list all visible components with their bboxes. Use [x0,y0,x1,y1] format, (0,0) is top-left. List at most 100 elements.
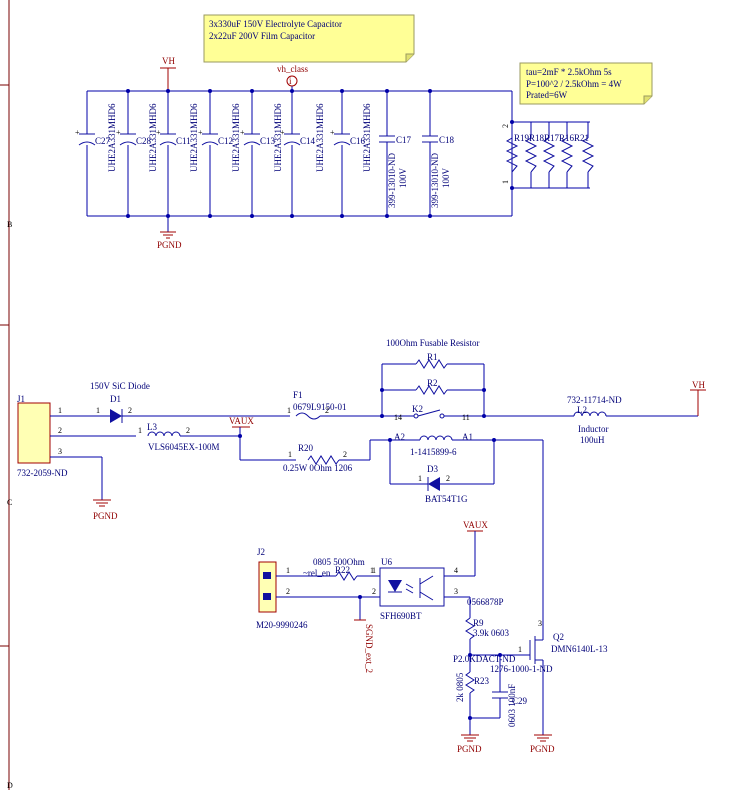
note-tau-line1: tau=2mF * 2.5kOhm 5s [526,67,612,77]
mosfet-q2[interactable]: Q2 DMN6140L-13 1276-1000-1-ND 1 3 PGND [468,619,608,754]
cap-ref: C27 [95,136,111,146]
bleeder-resistor-array[interactable]: R19R18R17R16R21 2 1 [501,122,595,188]
j1-ref: J1 [17,394,25,404]
j2-ref: J2 [257,547,265,557]
pin-label: 1 [288,450,292,459]
electrolytic-capacitor[interactable]: + C27 UHE2A331MHD6 [75,91,117,216]
pin-label: 1 [286,566,290,575]
pin-label: 2 [372,587,376,596]
electrolytic-capacitor[interactable]: + C16 UHE2A331MHD6 [330,91,372,216]
pin-label: 1 [418,474,422,483]
l2-part: 732-11714-ND [567,395,622,405]
probe-symbol: i [289,76,292,86]
probe-icon[interactable] [286,75,298,87]
resistor-r20[interactable]: R20 0.25W 0Ohm 1206 1 2 [283,439,420,473]
pgnd-label-1: PGND [157,240,182,250]
sgnd-port: SGND_ext_2 [354,595,374,673]
zone-d-label: D [7,781,13,790]
electrolytic-capacitor[interactable]: + C14 UHE2A331MHD6 [280,91,325,216]
d1-ref: D1 [110,394,121,404]
svg-text:+: + [280,128,285,137]
fusable-resistors[interactable]: 100Ohm Fusable Resistor R1 R2 [380,338,486,418]
cap-ref: C14 [300,136,316,146]
cap-part: UHE2A331MHD6 [315,103,325,172]
r22-ref: R22 [335,565,350,575]
note-caps-line2: 2x22uF 200V Film Capacitor [209,31,315,41]
inductor-l3[interactable]: L3 VLS6045EX-100M 1 2 [138,422,240,452]
note-tau-line3: Prated=6W [526,90,568,100]
r22-value: 0805 500Ohm [313,557,365,567]
diode-d1[interactable]: 150V SiC Diode D1 1 2 [90,381,290,423]
d3-part: BAT54T1G [425,494,468,504]
film-capacitor[interactable]: C17 399-13010-ND 100V [379,91,412,216]
connector-j2[interactable]: J2 M20-9990246 1 2 [256,547,380,630]
r2-ref: R2 [427,378,438,388]
resistor-r22[interactable]: 0805 500Ohm ~rel_en R22 1 [303,557,380,581]
l2-ref: L2 [577,405,587,415]
pin-label: 2 [343,450,347,459]
electrolytic-capacitor[interactable]: + C12 UHE2A331MHD6 [198,91,241,216]
l3-ref: L3 [147,422,157,432]
pin-label: 2 [446,474,450,483]
svg-text:+: + [75,128,80,137]
relay-k2-coil[interactable]: A2 A1 1-1415899-6 [388,432,543,457]
note-caps-line1: 3x330uF 150V Electrolyte Capacitor [209,19,342,29]
j1-part: 732-2059-ND [17,468,68,478]
pin-label: 2 [58,426,62,435]
j2-part: M20-9990246 [256,620,308,630]
film-capacitor[interactable]: C18 399-13010-ND 100V [422,91,455,216]
diode-d3[interactable]: D3 BAT54T1G 1 2 [389,440,495,504]
q2-ref: Q2 [553,632,564,642]
u6-part: SFH690BT [380,611,422,621]
net-vh-class: vh_class [277,64,308,74]
l3-part: VLS6045EX-100M [148,442,220,452]
pgnd-label-2: PGND [93,511,118,521]
pin-label: 3 [538,619,542,628]
electrolytic-capacitor[interactable]: + C11 UHE2A331MHD6 [156,91,199,216]
pin-label: 1 [518,645,522,654]
inductor-l2[interactable]: VH 732-11714-ND L2 Inductor 100uH [484,380,706,445]
connector-j1[interactable]: J1 732-2059-ND 1 2 3 PGND [17,394,136,521]
pin-label: 1 [370,566,374,575]
pin-label: 1 [287,406,291,415]
relay-k2-contact[interactable]: K2 14 11 [382,404,484,422]
pin-label: 2 [286,587,290,596]
pgnd-label-3: PGND [457,744,482,754]
pin-label: 2 [501,124,510,128]
cap-voltage: 100V [398,168,408,189]
pin-label: 2 [186,426,190,435]
electrolytic-capacitor[interactable]: + C28 UHE2A331MHD6 [116,91,158,216]
pin-label: 1 [501,180,510,184]
bleeder-labels: R19R18R17R16R21 [514,133,589,143]
r22-net: ~rel_en [303,568,331,578]
cap-bank-wiring: VH i vh_class PGND [87,56,590,250]
cap-ref: C13 [260,136,276,146]
zone-c-label: C [7,498,12,507]
cap-ref: C16 [350,136,366,146]
pin-label: 1 [372,566,376,575]
f1-part: 0679L9150-01 [293,402,347,412]
vaux-lower: VAUX [463,520,488,576]
electrolytic-capacitor[interactable]: + C13 UHE2A331MHD6 [240,91,283,216]
vaux-node: VAUX [229,416,296,461]
net-vaux-2: VAUX [463,520,488,530]
u6-code: 0566878P [467,597,504,607]
c29-value: 0603 100nF [507,684,517,727]
gate-pulldown-network[interactable]: R23 2k 0805 C29 0603 100nF PGND [455,655,528,754]
f1-ref: F1 [293,390,303,400]
optocoupler-u6[interactable]: U6 1 2 4 3 SFH690BT 0566878P [372,557,504,621]
cap-part: UHE2A331MHD6 [362,103,372,172]
cap-part: UHE2A331MHD6 [273,103,283,172]
k2-pin-a1: A1 [462,432,473,442]
pin-label: 3 [454,587,458,596]
fuse-f1[interactable]: F1 0679L9150-01 1 2 [287,390,382,420]
note-tau[interactable]: tau=2mF * 2.5kOhm 5s P=100^2 / 2.5kOhm =… [519,62,653,105]
sheet-border: B C D [0,0,13,790]
pin-label: 14 [394,413,402,422]
fusres-title: 100Ohm Fusable Resistor [386,338,480,348]
cap-part: UHE2A331MHD6 [148,103,158,172]
note-capacitors[interactable]: 3x330uF 150V Electrolyte Capacitor 2x22u… [203,14,415,63]
resistor-r9[interactable]: R9 3.9k 0603 P2.0KDACT-ND [453,597,516,664]
u6-ref: U6 [381,557,392,567]
